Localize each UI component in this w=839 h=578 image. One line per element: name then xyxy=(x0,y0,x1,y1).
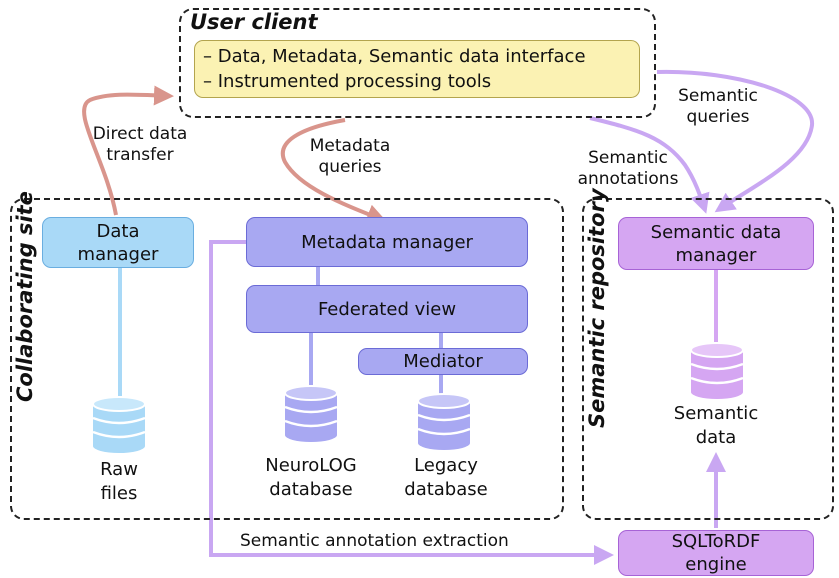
user-client-group xyxy=(179,8,656,118)
annotation-extraction-arrow xyxy=(209,240,614,565)
raw-files-database-icon xyxy=(92,396,146,458)
neurolog-connector xyxy=(309,333,313,385)
interface-line: – Data, Metadata, Semantic data interfac… xyxy=(203,46,586,67)
collaborating-site-group xyxy=(10,198,564,520)
neurolog-database-icon xyxy=(284,385,338,447)
semantic-data-label: Semantic data xyxy=(673,403,759,448)
federated-view-box[interactable]: Federated view xyxy=(246,285,528,333)
data-manager-connector xyxy=(118,266,122,396)
mediator-box[interactable]: Mediator xyxy=(358,348,528,375)
metadata-manager-label: Metadata manager xyxy=(301,231,473,253)
metadata-manager-box[interactable]: Metadata manager xyxy=(246,217,528,267)
data-manager-label: Data manager xyxy=(77,220,159,265)
direct-transfer-label: Direct data transfer xyxy=(92,124,188,165)
semantic-repository-title: Semantic repository xyxy=(585,188,609,428)
tools-line: – Instrumented processing tools xyxy=(203,71,492,92)
semantic-annotations-label: Semantic annotations xyxy=(577,148,679,189)
semantic-annotations-arrow xyxy=(589,116,710,214)
raw-files-label: Raw files xyxy=(100,459,138,504)
legacy-connector xyxy=(439,374,443,394)
neurolog-db-label: NeuroLOG database xyxy=(265,455,357,500)
sqltordf-label: SQLToRDF engine xyxy=(671,531,761,575)
data-manager-box[interactable]: Data manager xyxy=(42,217,194,268)
mediator-label: Mediator xyxy=(403,351,483,372)
direct-transfer-arrow xyxy=(82,85,174,216)
metadata-federated-connector xyxy=(316,266,320,286)
user-client-title: User client xyxy=(190,10,318,34)
sqltordf-box[interactable]: SQLToRDF engine xyxy=(618,530,814,576)
annotation-extraction-label: Semantic annotation extraction xyxy=(240,531,509,551)
metadata-queries-arrow xyxy=(281,118,387,224)
legacy-db-label: Legacy database xyxy=(404,455,488,500)
federated-view-label: Federated view xyxy=(317,298,457,320)
semantic-queries-label: Semantic queries xyxy=(678,86,758,127)
collaborating-site-title: Collaborating site xyxy=(13,191,37,402)
semantic-queries-arrow xyxy=(656,69,815,213)
metadata-queries-label: Metadata queries xyxy=(309,136,391,177)
semantic-data-manager-box[interactable]: Semantic data manager xyxy=(618,217,814,270)
legacy-database-icon xyxy=(417,393,471,455)
mediator-connector xyxy=(439,333,443,350)
client-interface-box[interactable]: – Data, Metadata, Semantic data interfac… xyxy=(194,40,640,98)
semantic-data-database-icon xyxy=(690,342,744,404)
semantic-manager-connector xyxy=(714,270,718,342)
semantic-data-manager-label: Semantic data manager xyxy=(650,221,782,266)
semantic-repository-group xyxy=(582,198,834,520)
